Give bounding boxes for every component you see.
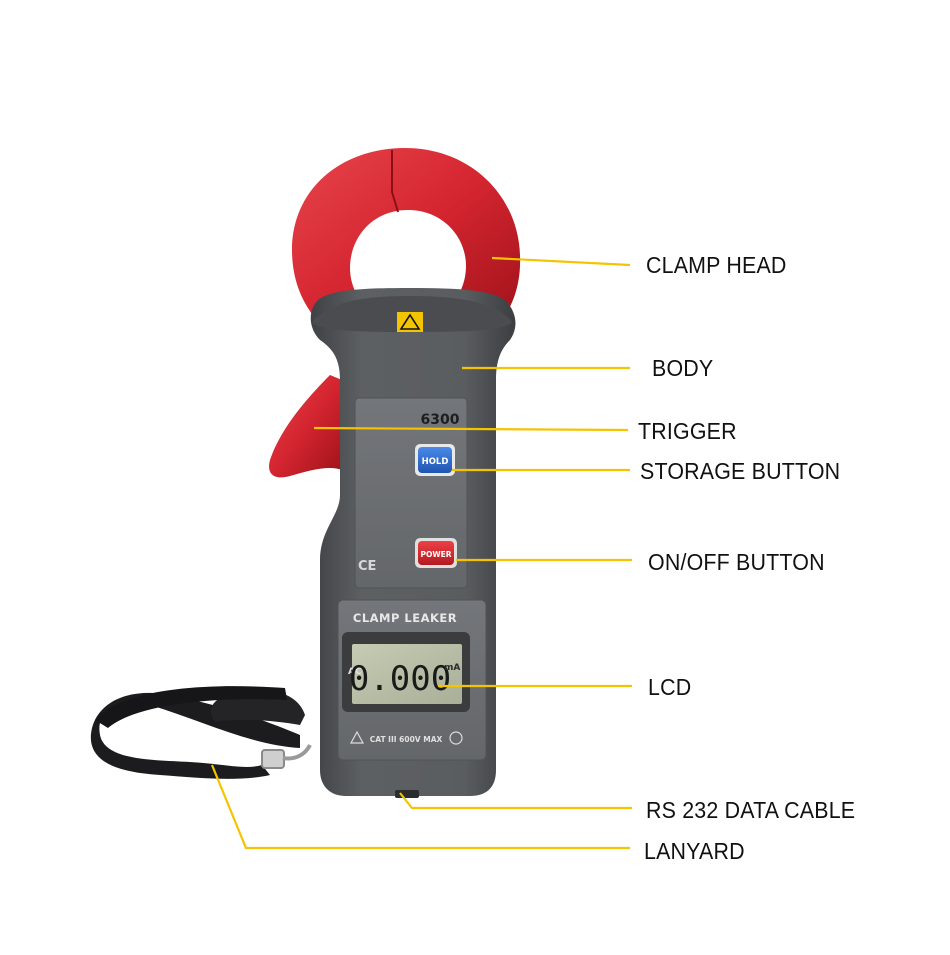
callout-on-off-button: ON/OFF BUTTON [648, 549, 825, 575]
hold-button-face[interactable] [418, 447, 452, 473]
lanyard-ring [282, 744, 312, 761]
lanyard-clip [261, 749, 285, 769]
rs232-port [395, 790, 419, 798]
callout-trigger: TRIGGER [638, 418, 737, 444]
power-button-label[interactable]: POWER [420, 550, 451, 559]
warning-label [397, 312, 423, 332]
leader-trigger [313, 426, 629, 432]
callout-lanyard: LANYARD [644, 838, 745, 864]
lcd-reading: 0.000 [349, 659, 451, 699]
clamp-jaw-split [391, 150, 399, 213]
double-insulation-icon [449, 731, 463, 745]
clamp-jaw [292, 148, 521, 332]
leader-clamp-head [491, 256, 631, 267]
warning-icon [399, 313, 421, 330]
callout-rs232-data-cable: RS 232 DATA CABLE [646, 797, 856, 823]
safety-warning-icon [349, 730, 365, 744]
callout-clamp-head: CLAMP HEAD [646, 252, 787, 278]
callout-lcd: LCD [648, 674, 692, 700]
model-number: 6300 [421, 412, 460, 428]
power-button-face[interactable] [418, 541, 454, 565]
leader-lanyard [210, 764, 630, 850]
safety-rating: CAT III 600V MAX [370, 735, 443, 744]
leader-lines [210, 256, 632, 850]
leader-rs232 [399, 792, 632, 810]
callout-body: BODY [652, 355, 714, 381]
hold-button-label[interactable]: HOLD [422, 457, 449, 467]
callout-storage-button: STORAGE BUTTON [640, 458, 841, 484]
lcd-right-unit: mA [444, 663, 460, 673]
lanyard-strap-upper [95, 686, 287, 728]
ce-mark: CE [358, 559, 376, 574]
trigger-lever [269, 375, 342, 478]
brand-label: CLAMP LEAKER [353, 611, 457, 625]
lcd-screen [352, 644, 462, 704]
lcd-left-unit: AC [348, 667, 362, 677]
lanyard-strap [90, 692, 300, 779]
